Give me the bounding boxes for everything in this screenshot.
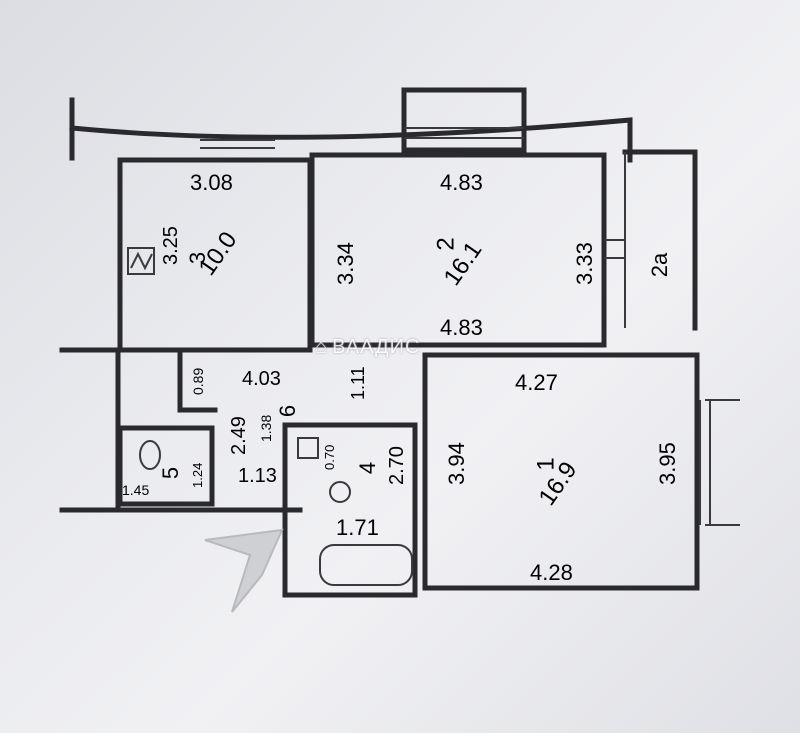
room-3-dim-side: 3.25: [160, 226, 182, 265]
home-icon: ⌂: [315, 336, 329, 358]
room-5-dim-side: 1.24: [190, 462, 205, 488]
room-6-dim-right: 1.11: [348, 366, 368, 400]
room-4-dim-small: 0.70: [322, 444, 337, 470]
room-4-walls: [282, 422, 418, 598]
room-2-walls: [309, 152, 607, 348]
room-1-dim-right: 3.95: [655, 442, 680, 485]
entrance-arrow-icon: [204, 528, 284, 613]
room-6-number: 6: [275, 404, 301, 418]
room-2-dim-left: 3.34: [333, 242, 358, 285]
room-4-dim-side: 2.70: [386, 446, 408, 485]
room-6-dim-inner: 1.38: [258, 414, 274, 442]
water-heater-icon: [297, 437, 319, 459]
stove-icon: [127, 247, 155, 275]
sink-icon: [329, 481, 351, 503]
room-2-dim-top: 4.83: [440, 170, 483, 195]
room-1-dim-bottom: 4.28: [530, 560, 573, 585]
room-1-dim-top: 4.27: [515, 370, 558, 395]
room-3-dim-top: 3.08: [190, 170, 233, 195]
room-1-walls: [422, 352, 700, 591]
room-6-dim-small: 0.89: [190, 367, 206, 395]
room-1-dim-left: 3.94: [444, 442, 469, 485]
room-4-dim-bottom: 1.71: [336, 515, 379, 540]
balcony-top: [401, 87, 527, 153]
room-6-dim-side: 2.49: [228, 416, 250, 455]
room-6-dim-top: 4.03: [242, 368, 281, 390]
room-6-dim-bottom: 1.13: [238, 465, 277, 487]
toilet-icon: [139, 440, 161, 470]
room-4-number: 4: [355, 461, 381, 475]
exterior-wall-top: [69, 117, 633, 163]
room-2-dim-right: 3.33: [572, 242, 597, 285]
room-5-dim-bottom: 1.45: [122, 482, 150, 498]
bathtub-icon: [319, 544, 413, 586]
room-2a-number: 2a: [647, 252, 673, 278]
watermark: ⌂ВААДИС: [315, 336, 421, 358]
loggia-2a-walls: [622, 149, 698, 331]
room-5-walls: [117, 425, 215, 507]
room-2-dim-bottom: 4.83: [440, 315, 483, 340]
room-5-number: 5: [158, 466, 184, 480]
